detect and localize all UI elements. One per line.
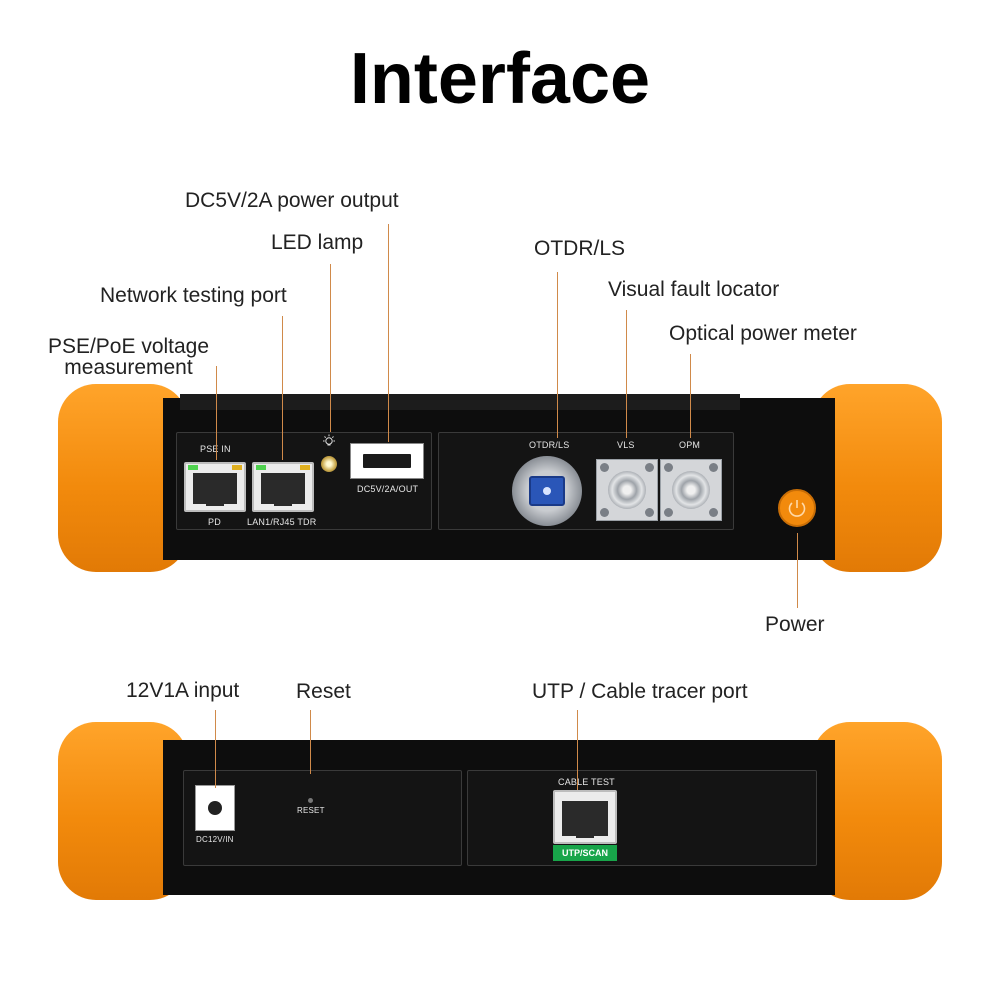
lan-led-yellow: [300, 465, 310, 470]
leader-network-port: [282, 316, 283, 460]
leader-otdr-ls: [557, 272, 558, 438]
power-icon: [788, 500, 806, 517]
otdr-label: OTDR/LS: [529, 440, 570, 450]
usb-output-port[interactable]: [350, 443, 424, 479]
callout-vfl: Visual fault locator: [608, 278, 780, 301]
opm-label: OPM: [679, 440, 701, 450]
utp-rj45-port[interactable]: [553, 790, 617, 844]
page-title: Interface: [349, 39, 651, 119]
leader-dc-input: [215, 710, 216, 788]
pd-led-yellow: [232, 465, 242, 470]
lan-led-green: [256, 465, 266, 470]
usb-out-label: DC5V/2A/OUT: [357, 484, 419, 494]
vls-fc-connector[interactable]: [596, 459, 658, 521]
leader-reset: [310, 710, 311, 774]
callout-led-lamp: LED lamp: [271, 231, 364, 254]
leader-pse-poe: [216, 366, 217, 460]
cable-test-label: CABLE TEST: [558, 777, 615, 787]
opm-fc-connector[interactable]: [660, 459, 722, 521]
device-top-edge: [180, 394, 740, 410]
reset-button[interactable]: [308, 798, 313, 803]
otdr-sc-connector[interactable]: [512, 456, 582, 526]
callout-pse-poe-line2: measurement: [64, 356, 193, 379]
cable-test-panel: [467, 770, 817, 866]
reset-label: RESET: [297, 806, 325, 815]
leader-dc-power-output: [388, 224, 389, 442]
callout-pse-poe-line1: PSE/PoE voltage: [47, 335, 210, 358]
led-lamp: [321, 456, 337, 472]
vls-label: VLS: [617, 440, 635, 450]
callout-power: Power: [765, 613, 825, 636]
leader-opm: [690, 354, 691, 438]
callout-reset: Reset: [296, 680, 351, 703]
leader-vfl: [626, 310, 627, 438]
leader-utp-port: [577, 710, 578, 790]
callout-dc-power-output: DC5V/2A power output: [185, 189, 399, 212]
leader-power: [797, 533, 798, 608]
lan-label: LAN1/RJ45 TDR: [247, 517, 317, 527]
callout-pse-poe: PSE/PoE voltage measurement: [46, 336, 211, 378]
light-bulb-icon: [321, 434, 337, 450]
pd-label: PD: [208, 517, 221, 527]
callout-dc-input: 12V1A input: [126, 679, 240, 702]
dc-input-jack[interactable]: [195, 785, 235, 831]
callout-network-port: Network testing port: [100, 284, 287, 307]
utp-scan-badge: UTP/SCAN: [553, 845, 617, 861]
lan-rj45-port[interactable]: [252, 462, 314, 512]
pd-led-green: [188, 465, 198, 470]
pd-rj45-port[interactable]: [184, 462, 246, 512]
callout-otdr-ls: OTDR/LS: [534, 237, 626, 260]
pse-in-label: PSE IN: [200, 444, 231, 454]
power-button[interactable]: [778, 489, 816, 527]
callout-utp-port: UTP / Cable tracer port: [532, 680, 748, 703]
dc-in-label: DC12V/IN: [196, 835, 234, 844]
leader-led-lamp: [330, 264, 331, 432]
callout-opm: Optical power meter: [669, 322, 857, 345]
